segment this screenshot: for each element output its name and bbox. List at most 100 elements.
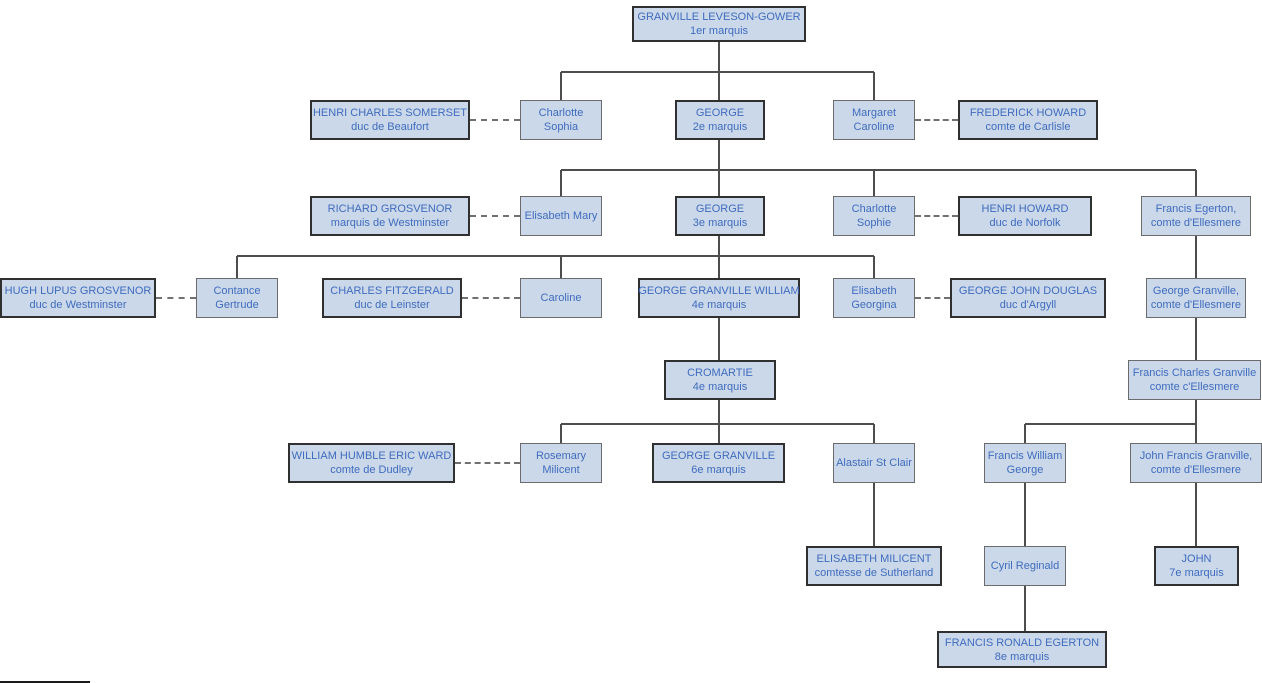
- connector-line-vertical: [1024, 424, 1026, 443]
- person-title: duc de Leinster: [354, 299, 430, 311]
- person-title: duc de Beaufort: [351, 121, 429, 133]
- person-name: ELISABETH MILICENT: [816, 553, 932, 565]
- person-title: 4e marquis: [692, 381, 748, 393]
- person-name: HENRI CHARLES SOMERSET: [312, 107, 468, 119]
- person-name: George Granville,: [1152, 285, 1240, 297]
- marriage-dashed-connector: [470, 215, 520, 217]
- marriage-dashed-connector: [470, 119, 520, 121]
- person-name: Francis William: [987, 450, 1063, 462]
- person-name: Elisabeth: [851, 285, 897, 297]
- person-title: duc de Norfolk: [989, 217, 1061, 229]
- connector-line-vertical: [873, 424, 875, 443]
- marriage-dashed-connector: [915, 215, 958, 217]
- connector-line-vertical: [1195, 170, 1197, 196]
- marriage-dashed-connector: [915, 297, 950, 299]
- person-title: 7e marquis: [1169, 567, 1224, 579]
- person-name: Margaret: [851, 107, 897, 119]
- person-title: Sophia: [543, 121, 579, 133]
- connector-line-vertical: [1024, 483, 1026, 546]
- person-title: duc de Westminster: [29, 299, 127, 311]
- person-title: comte d'Ellesmere: [1150, 464, 1242, 476]
- marriage-dashed-connector: [462, 297, 520, 299]
- person-title: marquis de Westminster: [330, 217, 450, 229]
- person-name: Charlotte: [538, 107, 584, 119]
- tree-node-henri-howard: HENRI HOWARD duc de Norfolk: [958, 196, 1101, 244]
- connector-line-vertical: [560, 170, 562, 196]
- tree-node-george-2e: GEORGE 2e marquis: [675, 100, 774, 148]
- person-name: Francis Egerton,: [1155, 203, 1237, 215]
- connector-line-vertical: [718, 400, 720, 443]
- person-title: 6e marquis: [691, 464, 746, 476]
- person-title: Georgina: [851, 299, 897, 311]
- connector-line-vertical: [873, 170, 875, 196]
- person-name: Charlotte: [851, 203, 897, 215]
- connector-line-horizontal: [561, 169, 1196, 171]
- person-name: GEORGE: [695, 107, 745, 119]
- edge-artifact-line: [0, 681, 90, 683]
- connector-line-vertical: [873, 256, 875, 278]
- person-title: Gertrude: [215, 299, 259, 311]
- connector-line-vertical: [1195, 318, 1197, 360]
- person-title: comte d'Ellesmere: [1150, 299, 1242, 311]
- tree-node-francis-charles-granville: Francis Charles Granville comte c'Ellesme…: [1128, 360, 1261, 400]
- tree-node-george-granville-6e: GEORGE GRANVILLE 6e marquis: [652, 443, 794, 491]
- connector-line-vertical: [718, 140, 720, 196]
- connector-line-horizontal: [561, 423, 874, 425]
- connector-line-vertical: [718, 236, 720, 278]
- connector-line-vertical: [1195, 483, 1197, 546]
- person-name: GEORGE GRANVILLE WILLIAM: [638, 285, 800, 297]
- connector-line-vertical: [1195, 236, 1197, 278]
- connector-line-vertical: [718, 318, 720, 360]
- person-title: 8e marquis: [994, 650, 1050, 663]
- tree-node-charles-fitzgerald: CHARLES FITZGERALD duc de Leinster: [322, 278, 471, 326]
- person-name: HENRI HOWARD: [981, 203, 1069, 215]
- person-name: GRANVILLE LEVESON-GOWER: [637, 11, 801, 23]
- person-title: Sophie: [856, 217, 892, 229]
- connector-line-vertical: [560, 72, 562, 100]
- person-name: Alastair St Clair: [836, 457, 912, 469]
- person-name: CHARLES FITZGERALD: [330, 285, 454, 297]
- person-title: duc d'Argyll: [999, 299, 1057, 311]
- person-title: comte de Dudley: [330, 464, 413, 476]
- connector-line-horizontal: [1025, 423, 1196, 425]
- marriage-dashed-connector: [455, 462, 520, 464]
- person-name: FREDERICK HOWARD: [969, 107, 1087, 119]
- tree-node-caroline: Caroline: [520, 278, 602, 318]
- person-title: 1er marquis: [689, 25, 749, 37]
- tree-node-john-francis-granville: John Francis Granville, comte d'Ellesmere: [1130, 443, 1262, 483]
- connector-line-horizontal: [237, 255, 874, 257]
- person-name: Francis Charles Granville: [1132, 367, 1257, 379]
- tree-node-granville-leveson-gower-1er: GRANVILLE LEVESON-GOWER 1er marquis: [632, 6, 815, 50]
- person-name: John Francis Granville,: [1139, 450, 1253, 462]
- person-name: GEORGE: [695, 203, 745, 215]
- connector-line-vertical: [560, 424, 562, 443]
- person-name: Cyril Reginald: [990, 560, 1060, 572]
- connector-line-vertical: [560, 256, 562, 278]
- tree-node-cromartie-4e: CROMARTIE 4e marquis: [664, 360, 785, 408]
- person-title: 2e marquis: [692, 121, 748, 133]
- person-title: comtesse de Sutherland: [814, 567, 934, 579]
- tree-node-elisabeth-milicent: ELISABETH MILICENT comtesse de Sutherland: [806, 546, 951, 594]
- person-name: Contance: [213, 285, 261, 297]
- person-name: CROMARTIE: [687, 367, 753, 379]
- tree-node-francis-egerton: Francis Egerton,comte d'Ellesmere: [1141, 196, 1251, 236]
- person-title: comte c'Ellesmere: [1149, 381, 1240, 393]
- connector-line-horizontal: [561, 71, 874, 73]
- person-name: Rosemary: [535, 450, 587, 462]
- person-title: Milicent: [542, 464, 580, 476]
- tree-node-george-granville-ellesmere: George Granville, comte d'Ellesmere: [1146, 278, 1246, 318]
- person-name: GEORGE GRANVILLE: [661, 450, 776, 462]
- connector-line-vertical: [873, 72, 875, 100]
